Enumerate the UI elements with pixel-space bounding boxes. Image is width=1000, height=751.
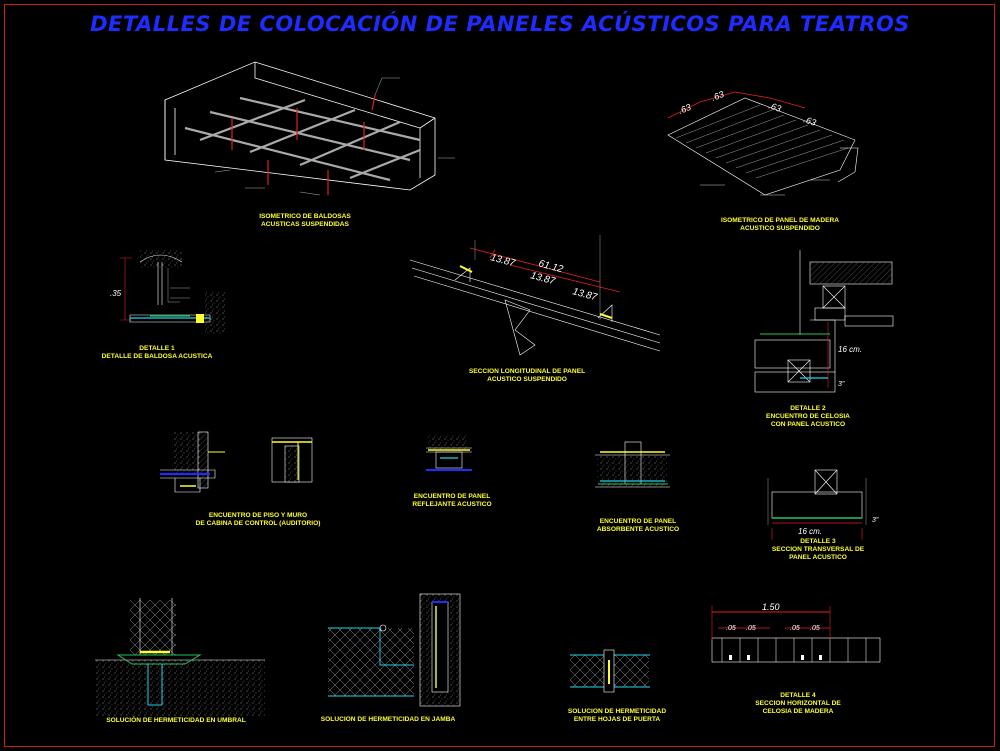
detalle-3-drawing [767, 469, 867, 540]
dim-detalle-4-b: .05 [746, 625, 756, 632]
caption-detalle-2: DETALLE 2 ENCUENTRO DE CELOSIA CON PANEL… [766, 405, 850, 428]
isometric-wood-panel-drawing [667, 91, 859, 196]
caption-piso-muro: ENCUENTRO DE PISO Y MURO DE CABINA DE CO… [195, 512, 321, 527]
caption-jamba: SOLUCION DE HERMETICIDAD EN JAMBA [320, 716, 456, 723]
dim-madera-4: .63 [802, 114, 817, 127]
door-leaves-drawing [570, 649, 650, 693]
caption-detalle-3: DETALLE 3 SECCION TRANSVERSAL DE PANEL A… [771, 538, 865, 561]
longitudinal-section-drawing [409, 235, 661, 356]
dim-seccion-4: 13.87 [571, 286, 598, 303]
dim-detalle-3a: 16 cm. [798, 527, 822, 536]
caption-seccion-longitudinal: SECCION LONGITUDINAL DE PANEL ACUSTICO S… [468, 368, 586, 383]
isometric-tiles-drawing [164, 61, 455, 196]
sheet-border [4, 4, 995, 747]
dim-detalle-4-a: .05 [726, 625, 736, 632]
detalle-2-drawing [754, 250, 894, 393]
jamb-drawing [328, 593, 461, 707]
caption-umbral: SOLUCIÓN DE HERMETICIDAD EN UMBRAL [106, 717, 246, 724]
reflective-panel-drawing [426, 435, 472, 471]
dim-detalle-2b: 3" [838, 381, 845, 388]
dim-seccion-1: 13.87 [489, 252, 516, 269]
dim-detalle-4-c: .05 [790, 625, 800, 632]
dim-madera-3: .63 [767, 100, 782, 113]
detalle-1-drawing [120, 250, 225, 334]
caption-hojas-puerta: SOLUCION DE HERMETICIDAD ENTRE HOJAS DE … [567, 708, 667, 723]
dim-detalle-4-total: 1.50 [762, 602, 780, 612]
dim-madera-2: .63 [710, 89, 725, 103]
dim-detalle-2a: 16 cm. [838, 345, 862, 354]
detalle-4-drawing [711, 606, 881, 663]
threshold-drawing [95, 598, 265, 716]
dim-detalle-4-d: .05 [810, 625, 820, 632]
caption-panel-absorbente: ENCUENTRO DE PANEL ABSORBENTE ACUSTICO [596, 518, 680, 533]
absorbent-panel-drawing [595, 441, 670, 488]
dim-madera-1: .63 [677, 102, 692, 116]
caption-isometrico-baldosas: ISOMETRICO DE BALDOSAS ACUSTICAS SUSPEND… [259, 213, 351, 228]
caption-isometrico-madera: ISOMETRICO DE PANEL DE MADERA ACUSTICO S… [720, 217, 840, 232]
caption-detalle-1: DETALLE 1 DETALLE DE BALDOSA ACUSTICA [101, 345, 213, 360]
dim-detalle-1: .35 [110, 289, 122, 298]
sheet-title: DETALLES DE COLOCACIÓN DE PANELES ACÚSTI… [90, 12, 910, 36]
caption-panel-reflejante: ENCUENTRO DE PANEL REFLEJANTE ACUSTICO [412, 493, 492, 508]
caption-detalle-4: DETALLE 4 SECCION HORIZONTAL DE CELOSIA … [755, 692, 841, 715]
floor-wall-drawing [160, 431, 313, 493]
dimension-labels: .63 .63 .63 .63 13.87 61.12 13.87 13.87 … [110, 89, 879, 632]
dim-detalle-3b: 3" [872, 517, 879, 524]
